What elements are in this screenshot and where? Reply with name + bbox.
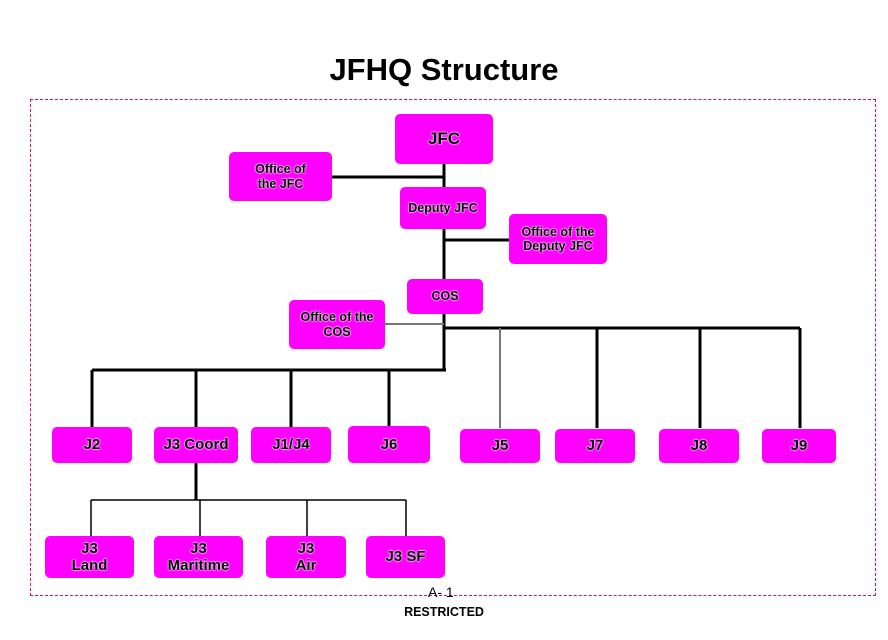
node-deputy-jfc: Deputy JFC	[400, 187, 486, 229]
node-j8: J8	[659, 429, 739, 463]
node-j5: J5	[460, 429, 540, 463]
diagram-frame	[30, 99, 876, 596]
node-cos: COS	[407, 279, 483, 314]
node-j6: J6	[348, 426, 430, 463]
node-j9: J9	[762, 429, 836, 463]
node-office-deputy-jfc: Office of the Deputy JFC	[509, 214, 607, 264]
node-office-jfc: Office of the JFC	[229, 152, 332, 201]
node-j3-land: J3 Land	[45, 536, 134, 578]
node-j2: J2	[52, 427, 132, 463]
node-jfc: JFC	[395, 114, 493, 164]
node-j3-air: J3 Air	[266, 536, 346, 578]
node-j7: J7	[555, 429, 635, 463]
node-j3-coord: J3 Coord	[154, 427, 238, 463]
node-office-cos: Office of the COS	[289, 300, 385, 349]
node-j1-j4: J1/J4	[251, 427, 331, 463]
node-j3-maritime: J3 Maritime	[154, 536, 243, 578]
node-j3-sf: J3 SF	[366, 536, 445, 578]
page-title: JFHQ Structure	[329, 52, 559, 87]
classification-label: RESTRICTED	[404, 605, 484, 619]
page-number: A- 1	[428, 584, 454, 600]
